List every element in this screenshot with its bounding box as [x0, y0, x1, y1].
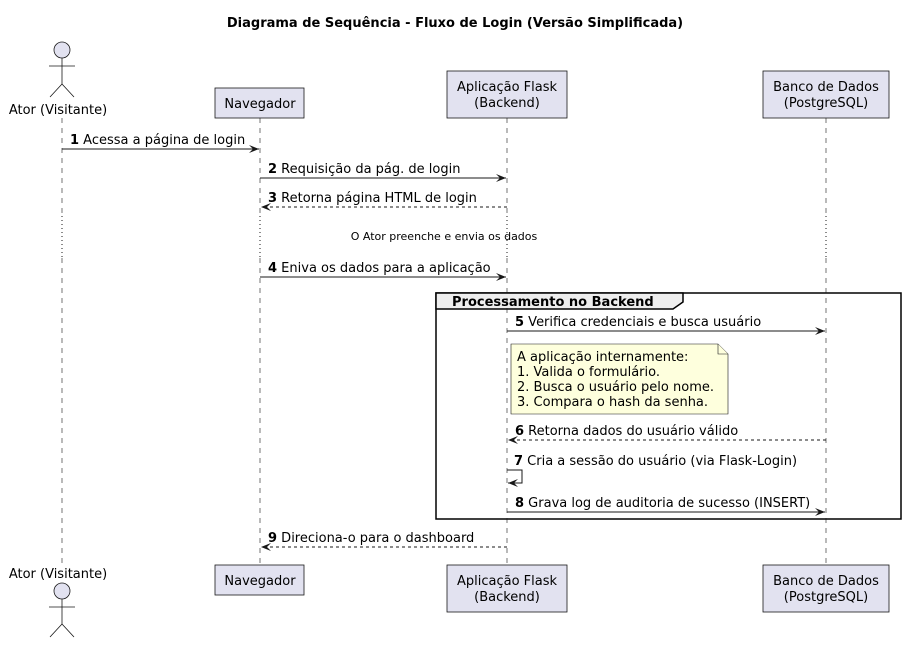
- participant-flask-label-2: (Backend): [474, 96, 540, 111]
- arrowhead-icon: [815, 327, 825, 335]
- delay-gap: O Ator preenche e envia os dados: [0, 216, 905, 258]
- actor-bottom: Ator (Visitante): [9, 567, 107, 638]
- participant-top-db: Banco de Dados (PostgreSQL): [762, 70, 890, 119]
- arrowhead-icon: [508, 436, 518, 444]
- message-4: 4 Eniva os dados para a aplicação: [260, 261, 506, 281]
- messages: 1 Acessa a página de login 2 Requisição d…: [62, 133, 826, 551]
- message-number: 1: [70, 133, 79, 148]
- participant-bottom-db: Banco de Dados (PostgreSQL): [762, 564, 890, 613]
- diagram-title: Diagrama de Sequência - Fluxo de Login (…: [227, 16, 683, 31]
- note-line-1: A aplicação internamente:: [517, 350, 688, 365]
- message-line: [507, 469, 523, 484]
- actor-bottom-label: Ator (Visitante): [9, 567, 107, 582]
- message-7: 7 Cria a sessão do usuário (via Flask-Lo…: [507, 454, 797, 487]
- group-label: Processamento no Backend: [452, 295, 654, 310]
- message-label: 4 Eniva os dados para a aplicação: [268, 261, 491, 276]
- message-6: 6 Retorna dados do usuário válido: [508, 424, 826, 444]
- note-line-2: 1. Valida o formulário.: [517, 365, 660, 380]
- participant-flask-label-1: Aplicação Flask: [457, 574, 558, 589]
- message-text: Retorna dados do usuário válido: [524, 424, 738, 439]
- participant-browser-label: Navegador: [224, 97, 296, 112]
- message-label: 5 Verifica credenciais e busca usuário: [515, 315, 761, 330]
- message-1: 1 Acessa a página de login: [62, 133, 259, 153]
- message-text: Verifica credenciais e busca usuário: [524, 315, 761, 330]
- message-label: 7 Cria a sessão do usuário (via Flask-Lo…: [514, 454, 797, 469]
- message-label: 8 Grava log de auditoria de sucesso (INS…: [515, 496, 810, 511]
- note: A aplicação internamente: 1. Valida o fo…: [510, 343, 729, 415]
- message-9: 9 Direciona-o para o dashboard: [261, 531, 507, 551]
- note-line-4: 3. Compara o hash da senha.: [517, 395, 708, 410]
- actor-top-label: Ator (Visitante): [9, 103, 107, 118]
- participant-flask-label-2: (Backend): [474, 590, 540, 605]
- participant-db-label-2: (PostgreSQL): [784, 96, 868, 111]
- participant-flask-label-1: Aplicação Flask: [457, 80, 558, 95]
- participant-top-flask: Aplicação Flask (Backend): [446, 70, 568, 119]
- message-number: 5: [515, 315, 524, 330]
- message-label: 6 Retorna dados do usuário válido: [515, 424, 738, 439]
- message-text: Grava log de auditoria de sucesso (INSER…: [524, 496, 810, 511]
- message-number: 8: [515, 496, 524, 511]
- message-number: 6: [515, 424, 524, 439]
- message-text: Requisição da pág. de login: [277, 162, 460, 177]
- delay-text: O Ator preenche e envia os dados: [351, 230, 538, 243]
- participant-db-label-2: (PostgreSQL): [784, 590, 868, 605]
- participant-bottom-flask: Aplicação Flask (Backend): [446, 564, 568, 613]
- message-label: 9 Direciona-o para o dashboard: [268, 531, 474, 546]
- message-5: 5 Verifica credenciais e busca usuário: [507, 315, 825, 335]
- message-label: 2 Requisição da pág. de login: [268, 162, 460, 177]
- arrowhead-icon: [261, 203, 271, 211]
- message-number: 7: [514, 454, 523, 469]
- message-number: 3: [268, 191, 277, 206]
- arrowhead-icon: [496, 174, 506, 182]
- arrowhead-icon: [249, 145, 259, 153]
- message-number: 9: [268, 531, 277, 546]
- message-2: 2 Requisição da pág. de login: [260, 162, 506, 182]
- message-text: Retorna página HTML de login: [277, 191, 477, 206]
- arrowhead-icon: [261, 543, 271, 551]
- group-processamento-backend: Processamento no Backend: [435, 292, 902, 520]
- arrowhead-icon: [496, 273, 506, 281]
- participant-bottom-browser: Navegador: [214, 564, 305, 596]
- message-text: Cria a sessão do usuário (via Flask-Logi…: [523, 454, 797, 469]
- message-3: 3 Retorna página HTML de login: [261, 191, 507, 211]
- actor-head-icon: [53, 41, 71, 59]
- participant-top-browser: Navegador: [214, 87, 305, 119]
- message-number: 4: [268, 261, 277, 276]
- participant-db-label-1: Banco de Dados: [773, 574, 879, 589]
- message-label: 1 Acessa a página de login: [70, 133, 245, 148]
- message-number: 2: [268, 162, 277, 177]
- message-label: 3 Retorna página HTML de login: [268, 191, 477, 206]
- arrowhead-icon: [815, 508, 825, 516]
- message-text: Acessa a página de login: [79, 133, 245, 148]
- actor-head-icon: [53, 582, 71, 600]
- arrowhead-icon: [508, 479, 518, 487]
- participant-db-label-1: Banco de Dados: [773, 80, 879, 95]
- participant-browser-label: Navegador: [224, 574, 296, 589]
- actor-top: Ator (Visitante): [9, 41, 107, 118]
- note-line-3: 2. Busca o usuário pelo nome.: [517, 380, 714, 395]
- message-text: Direciona-o para o dashboard: [277, 531, 474, 546]
- message-text: Eniva os dados para a aplicação: [277, 261, 491, 276]
- message-8: 8 Grava log de auditoria de sucesso (INS…: [507, 496, 825, 516]
